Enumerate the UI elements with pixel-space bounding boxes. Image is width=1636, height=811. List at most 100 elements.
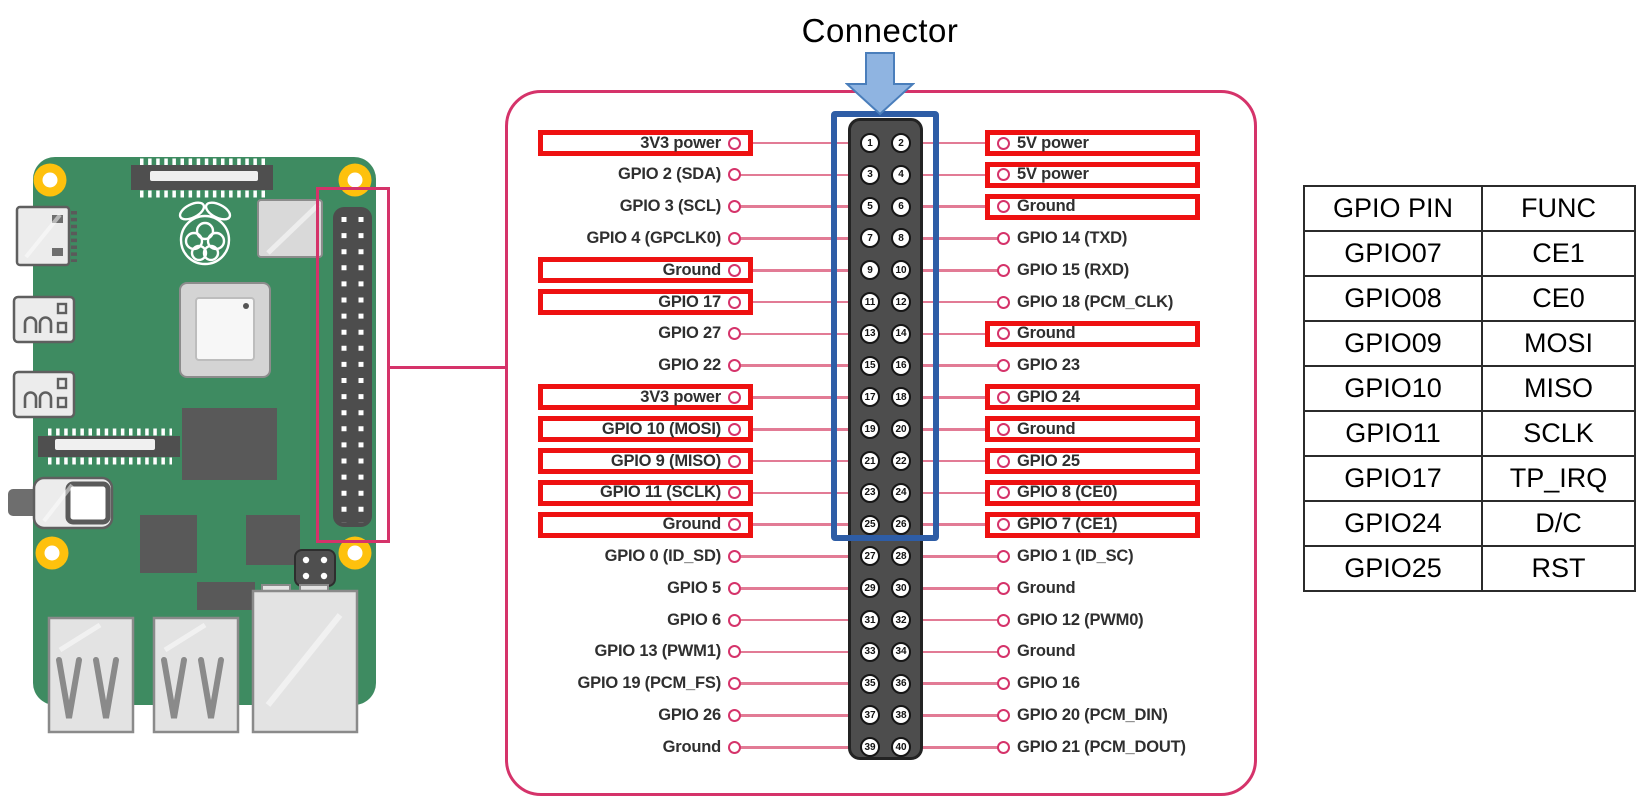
pin-node-icon <box>728 645 741 659</box>
pin-node-icon <box>997 327 1010 341</box>
pin-connect-line <box>904 332 1006 336</box>
pin-label-text: GPIO 17 <box>658 292 721 311</box>
pin-connect-line <box>904 523 1006 526</box>
pin-label-text: Ground <box>662 737 722 756</box>
pin-node-icon <box>997 359 1010 373</box>
pin-label-right: GPIO 12 (PWM0) <box>985 607 1200 633</box>
pin-label-right: GPIO 23 <box>985 353 1200 379</box>
pin-label-right: GPIO 16 <box>985 671 1200 697</box>
pin-label-text: GPIO 13 (PWM1) <box>594 642 722 661</box>
pin-label-text: GPIO 15 (RXD) <box>1017 260 1130 279</box>
pin-label-text: GPIO 22 <box>658 356 721 375</box>
pin-label-left: GPIO 4 (GPCLK0) <box>538 225 753 251</box>
pin-node-icon <box>997 168 1010 182</box>
gpio-pin-cell: GPIO25 <box>1303 545 1483 592</box>
pin-connect-line <box>737 173 863 177</box>
pin-circle: 13 <box>860 323 880 344</box>
highlight-link-line <box>389 366 506 369</box>
pin-label-text: 5V power <box>1017 133 1089 152</box>
pin-label-text: GPIO 5 <box>667 578 721 597</box>
pin-label-left: GPIO 0 (ID_SD) <box>538 543 753 569</box>
func-cell: D/C <box>1480 500 1636 547</box>
pin-label-left: GPIO 27 <box>538 321 753 347</box>
pin-node-icon <box>997 390 1010 404</box>
pin-connect-line <box>904 618 1006 622</box>
pin-circle: 7 <box>860 228 880 249</box>
pin-label-right: GPIO 1 (ID_SC) <box>985 543 1200 569</box>
pin-connect-line <box>737 237 863 240</box>
pin-label-text: GPIO 19 (PCM_FS) <box>577 674 722 693</box>
chip-tiny <box>197 582 255 610</box>
pin-circle: 1 <box>860 133 880 153</box>
connector-outline-box <box>831 111 939 541</box>
pin-circle: 6 <box>891 196 911 217</box>
pin-connect-line <box>904 650 1006 654</box>
func-cell: CE0 <box>1480 275 1636 322</box>
pin-label-left: 3V3 power <box>538 384 753 411</box>
pin-node-icon <box>997 231 1010 245</box>
pin-circle: 40 <box>891 737 911 758</box>
pin-label-left: GPIO 17 <box>538 289 753 315</box>
hdmi-port <box>15 205 77 267</box>
pin-circle: 17 <box>860 387 880 408</box>
gpio-pin-cell: GPIO08 <box>1303 275 1483 322</box>
pin-circle: 8 <box>891 228 911 249</box>
pin-label-text: Ground <box>662 260 722 279</box>
pin-label-left: GPIO 26 <box>538 702 753 728</box>
pin-label-text: GPIO 2 (SDA) <box>617 165 721 184</box>
pin-label-text: GPIO 12 (PWM0) <box>1017 610 1144 629</box>
gpio-header-highlight-box <box>316 187 390 543</box>
pin-connect-line <box>737 714 863 717</box>
pin-circle: 2 <box>891 133 911 153</box>
func-cell: SCLK <box>1480 410 1636 457</box>
pin-circle: 29 <box>860 578 880 599</box>
pin-connect-line <box>737 141 863 145</box>
connector-arrow-icon <box>845 52 915 116</box>
pin-label-text: GPIO 24 <box>1017 387 1080 406</box>
pin-circle: 19 <box>860 419 880 440</box>
pin-circle: 15 <box>860 355 880 376</box>
pin-label-text: GPIO 6 <box>667 610 721 629</box>
chip-small-left <box>140 515 197 573</box>
pin-node-icon <box>997 486 1010 500</box>
pin-node-icon <box>997 295 1010 309</box>
pin-circle: 34 <box>891 641 911 662</box>
pin-label-text: 5V power <box>1017 165 1089 184</box>
pin-circle: 33 <box>860 641 880 662</box>
pin-circle: 28 <box>891 546 911 567</box>
pin-label-left: GPIO 10 (MOSI) <box>538 416 753 443</box>
pin-label-left: GPIO 6 <box>538 607 753 633</box>
pin-circle: 30 <box>891 578 911 599</box>
gpio-pin-cell: GPIO07 <box>1303 230 1483 277</box>
pin-label-text: GPIO 11 (SCLK) <box>600 483 721 502</box>
pin-node-icon <box>728 613 741 627</box>
pin-node-icon <box>728 231 741 245</box>
pin-label-text: 3V3 power <box>640 133 721 152</box>
pin-connect-line <box>904 173 1006 177</box>
pin-node-icon <box>997 136 1010 150</box>
pin-label-text: GPIO 25 <box>1017 451 1080 470</box>
pin-label-text: GPIO 8 (CE0) <box>1017 483 1118 502</box>
pin-circle: 12 <box>891 292 911 312</box>
pin-connect-line <box>737 491 863 495</box>
pin-label-text: GPIO 14 (TXD) <box>1017 228 1128 247</box>
pin-label-left: Ground <box>538 511 753 538</box>
pin-circle: 16 <box>891 355 911 376</box>
pin-label-right: GPIO 18 (PCM_CLK) <box>985 289 1200 315</box>
pin-circle: 21 <box>860 451 880 471</box>
pin-circle: 38 <box>891 705 911 726</box>
pin-circle: 18 <box>891 387 911 408</box>
pin-label-text: GPIO 3 (SCL) <box>619 197 721 216</box>
ethernet-port <box>251 584 359 734</box>
pin-connect-line <box>737 300 863 304</box>
pin-label-left: GPIO 5 <box>538 575 753 601</box>
chip-small-right <box>246 515 300 565</box>
pin-label-right: GPIO 25 <box>985 448 1200 474</box>
pin-label-text: GPIO 27 <box>658 324 721 343</box>
poe-header <box>294 549 336 587</box>
pin-circle: 25 <box>860 514 880 535</box>
pin-circle: 36 <box>891 673 911 694</box>
